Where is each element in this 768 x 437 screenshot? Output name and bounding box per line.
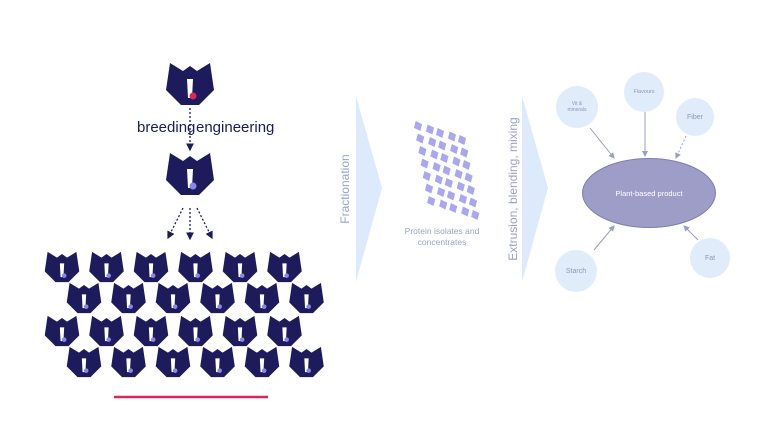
protein-label-line2: concentrates xyxy=(417,237,467,247)
protein-diamond-icon xyxy=(418,146,427,156)
protein-diamond-icon xyxy=(457,135,467,145)
fat-label: Fat xyxy=(704,254,716,262)
field-plant-icon xyxy=(44,251,80,283)
protein-diamond-icon xyxy=(460,147,469,158)
field-plant-icon xyxy=(222,315,258,347)
field-plant-icon xyxy=(289,346,324,378)
protein-diamond-icon xyxy=(436,187,446,197)
breeding-label: breeding xyxy=(137,119,196,136)
field-plant-icon xyxy=(267,315,302,347)
protein-diamond-icon xyxy=(461,206,470,217)
protein-diamond-icon xyxy=(444,178,453,188)
field-plant-icon xyxy=(222,251,258,283)
protein-diamond-icon xyxy=(452,156,461,167)
field-plant-icon xyxy=(44,315,80,347)
protein-diamond-icon xyxy=(454,169,463,179)
flavours-circle: Flavours xyxy=(624,72,664,112)
fat-arrow xyxy=(683,225,699,241)
plant-based-product-ellipse: Plant-based product xyxy=(582,158,716,228)
protein-diamond-icon xyxy=(435,128,445,138)
extrusion-label: Extrusion, blending, mixing xyxy=(506,117,520,261)
extrusion-chevron xyxy=(522,96,548,282)
fiber-label: Fiber xyxy=(687,113,703,121)
protein-diamond-icon xyxy=(458,194,468,204)
protein-diamond-icon xyxy=(450,144,459,154)
protein-diamond-icon xyxy=(430,149,439,160)
flavours-label: Flavours xyxy=(633,89,655,95)
protein-diamond-icon xyxy=(456,181,465,192)
plant-based-product-label: Plant-based product xyxy=(615,188,683,198)
vit-minerals-circle: Vit & minerals xyxy=(556,86,598,128)
starch-arrow xyxy=(593,225,615,251)
field-plant-icon xyxy=(178,251,213,283)
field-plant-icon xyxy=(178,315,213,347)
plant-field xyxy=(44,251,324,378)
protein-diamond-icon xyxy=(424,183,434,194)
starch-circle: Starch xyxy=(555,250,597,292)
protein-diamond-icon xyxy=(464,172,473,183)
multiply-arrow-left xyxy=(167,207,184,240)
protein-diamond-icon xyxy=(447,131,457,142)
field-plant-icon xyxy=(244,282,280,314)
field-plant-icon xyxy=(66,282,102,314)
field-plant-icon xyxy=(289,282,324,314)
vit-line2: minerals xyxy=(567,107,587,113)
field-plant-icon xyxy=(244,346,280,378)
protein-label-line1: Protein isolates and xyxy=(404,226,480,236)
field-plant-icon xyxy=(155,282,191,314)
field-plant-icon xyxy=(89,251,124,283)
protein-diamond-icon xyxy=(442,165,451,176)
field-plant-icon xyxy=(111,282,146,314)
field-plant-icon xyxy=(66,346,102,378)
field-plant-icon xyxy=(133,315,169,347)
field-plant-icon xyxy=(267,251,302,283)
multiply-arrow-right xyxy=(196,207,213,240)
protein-diamond-icon xyxy=(422,171,431,181)
protein-diamond-icon xyxy=(428,137,437,147)
fractionation-chevron xyxy=(356,96,382,282)
protein-diamond-icon xyxy=(466,185,475,195)
protein-diamond-icon xyxy=(462,160,471,170)
protein-diamond-icon xyxy=(416,133,425,144)
protein-diamond-icon xyxy=(439,199,448,210)
field-plant-icon xyxy=(200,282,235,314)
parent-plant-icon xyxy=(166,63,214,105)
protein-diamond-icon xyxy=(438,140,447,151)
protein-label: Protein isolates and concentrates xyxy=(394,226,490,248)
protein-diamond-icon xyxy=(413,121,423,131)
fat-circle: Fat xyxy=(690,238,730,278)
vit-line1: Vit & xyxy=(571,101,583,107)
protein-diamond-icon xyxy=(471,210,480,220)
protein-diamond-icon xyxy=(446,190,456,201)
improved-plant-icon xyxy=(166,153,214,195)
field-plant-icon xyxy=(111,346,146,378)
protein-diamond-icon xyxy=(440,153,449,163)
engineering-label: engineering xyxy=(196,119,275,136)
field-plant-icon xyxy=(133,251,169,283)
protein-isolates-cluster xyxy=(413,121,480,220)
protein-diamond-icon xyxy=(432,162,441,172)
field-plant-icon xyxy=(200,346,235,378)
fractionation-label: Fractionation xyxy=(338,154,352,224)
protein-diamond-icon xyxy=(449,203,458,213)
protein-diamond-icon xyxy=(420,158,429,169)
field-plant-icon xyxy=(155,346,191,378)
protein-diamond-icon xyxy=(468,197,478,208)
vit-arrow xyxy=(589,127,615,159)
protein-diamond-icon xyxy=(425,124,435,135)
fiber-circle: Fiber xyxy=(676,98,714,136)
field-plant-icon xyxy=(89,315,124,347)
fiber-arrow xyxy=(675,135,687,159)
protein-diamond-icon xyxy=(427,196,436,206)
protein-diamond-icon xyxy=(434,174,443,185)
starch-label: Starch xyxy=(565,267,587,275)
